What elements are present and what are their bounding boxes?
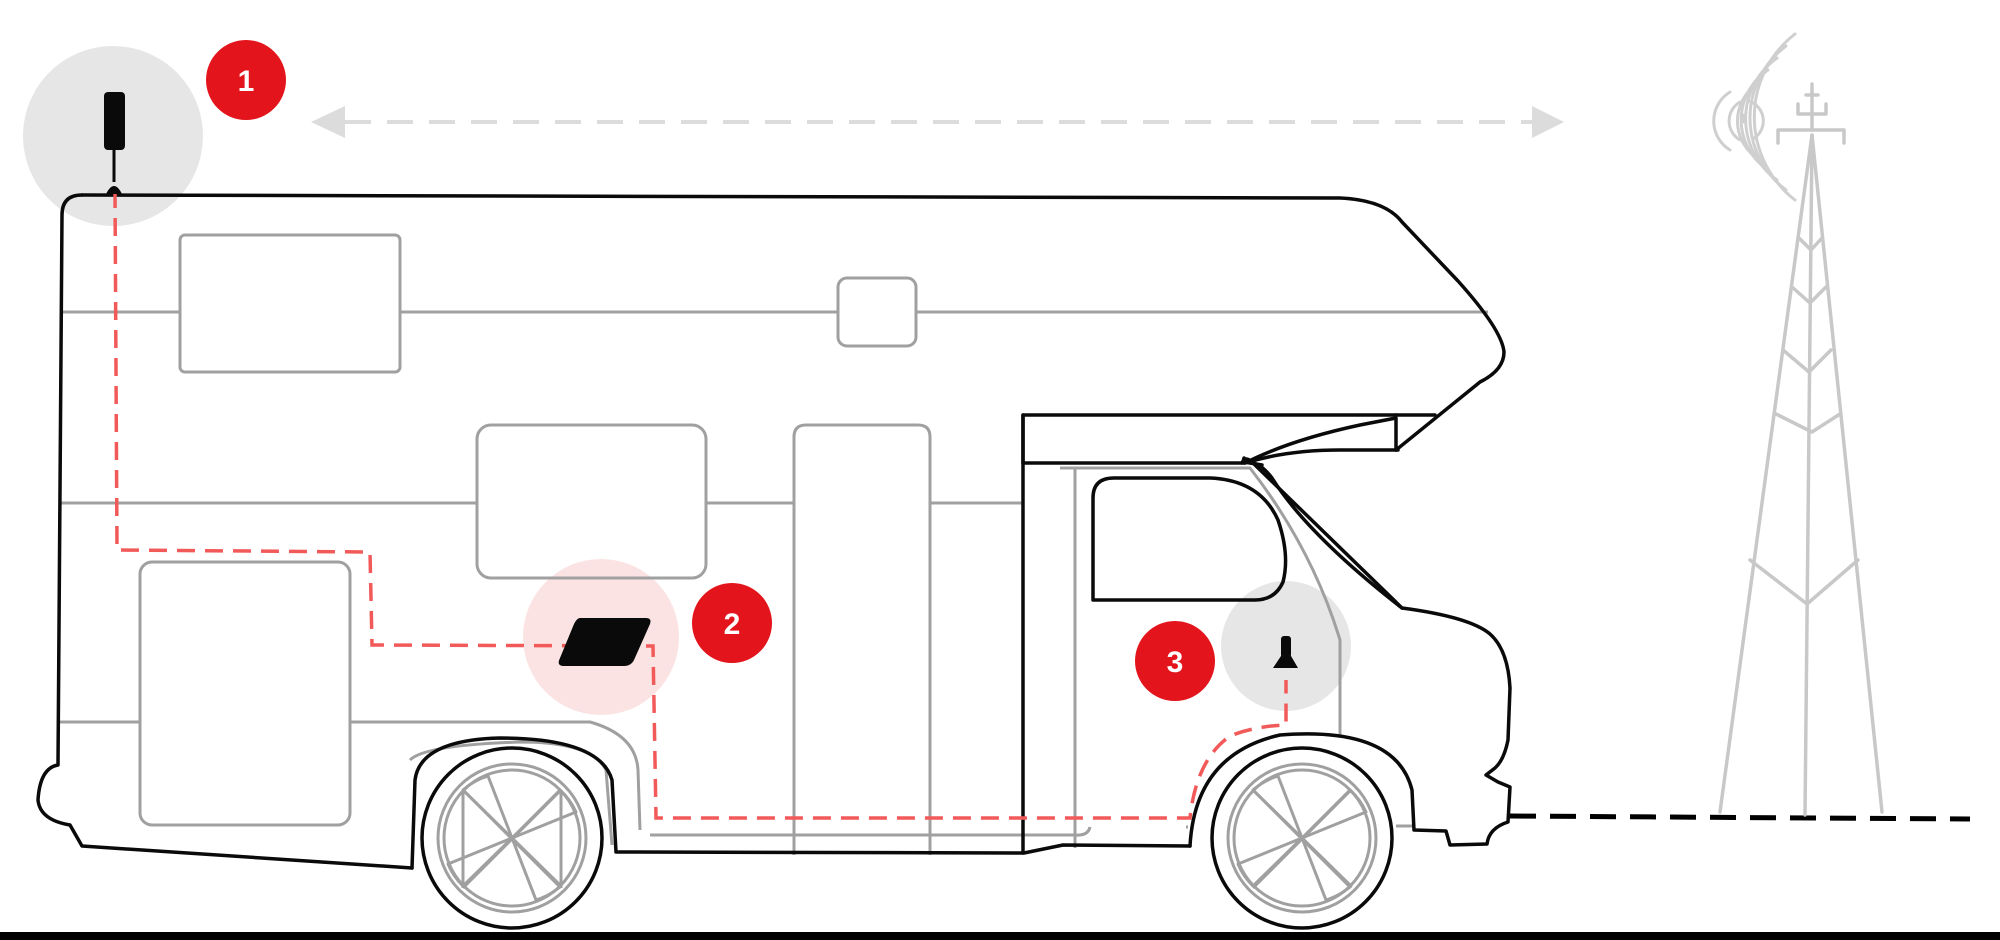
front-wheel (1210, 746, 1394, 930)
svg-text:2: 2 (724, 608, 741, 641)
svg-text:3: 3 (1167, 646, 1184, 679)
badge-1: 1 (206, 40, 286, 120)
motorhome-icon (36, 193, 1512, 930)
cell-tower-icon (1718, 82, 1884, 817)
coax-cable (113, 189, 1288, 820)
svg-text:1: 1 (238, 65, 255, 98)
badge-3: 3 (1135, 621, 1215, 701)
double-arrow-icon (311, 106, 1564, 138)
rear-wheel (420, 746, 604, 930)
road-dash-line (1509, 813, 1971, 822)
signal-waves-icon (1712, 32, 1797, 202)
ground-line (0, 932, 2000, 940)
roof-antenna-icon (104, 92, 125, 194)
signal-booster-icon (558, 618, 651, 666)
inside-antenna-icon (1273, 636, 1298, 668)
badge-2: 2 (692, 583, 772, 663)
